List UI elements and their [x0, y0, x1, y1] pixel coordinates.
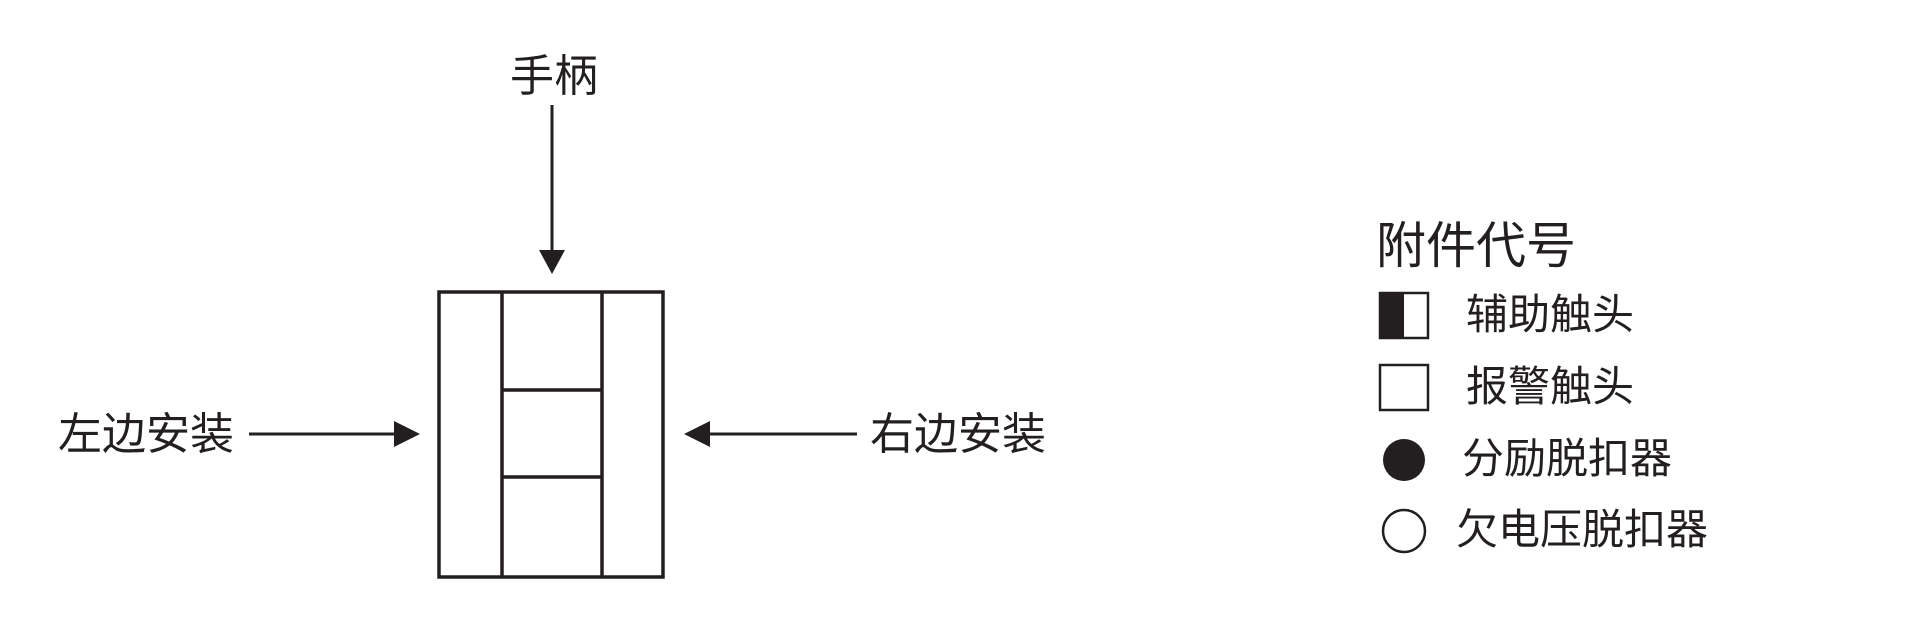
handle-arrow: [539, 105, 565, 274]
legend-item-alarm-contact: 报警触头: [1466, 362, 1635, 411]
breaker-body: [437, 290, 665, 579]
legend-item-shunt-release: 分励脱扣器: [1462, 434, 1673, 483]
half-filled-square-icon: [1378, 291, 1430, 340]
handle-label: 手柄: [510, 51, 598, 102]
legend-item-undervoltage-release: 欠电压脱扣器: [1456, 505, 1709, 554]
empty-square-icon: [1378, 363, 1430, 412]
filled-circle-icon: [1383, 439, 1425, 481]
right-mount-arrow: [684, 421, 857, 447]
legend-title: 附件代号: [1376, 217, 1576, 275]
left-mount-arrow: [249, 421, 420, 447]
breaker-outer-frame: [437, 290, 665, 579]
left-mount-label: 左边安装: [58, 409, 234, 460]
legend-item-auxiliary-contact: 辅助触头: [1466, 290, 1635, 339]
right-mount-label: 右边安装: [870, 409, 1046, 460]
empty-circle-icon: [1381, 508, 1427, 554]
